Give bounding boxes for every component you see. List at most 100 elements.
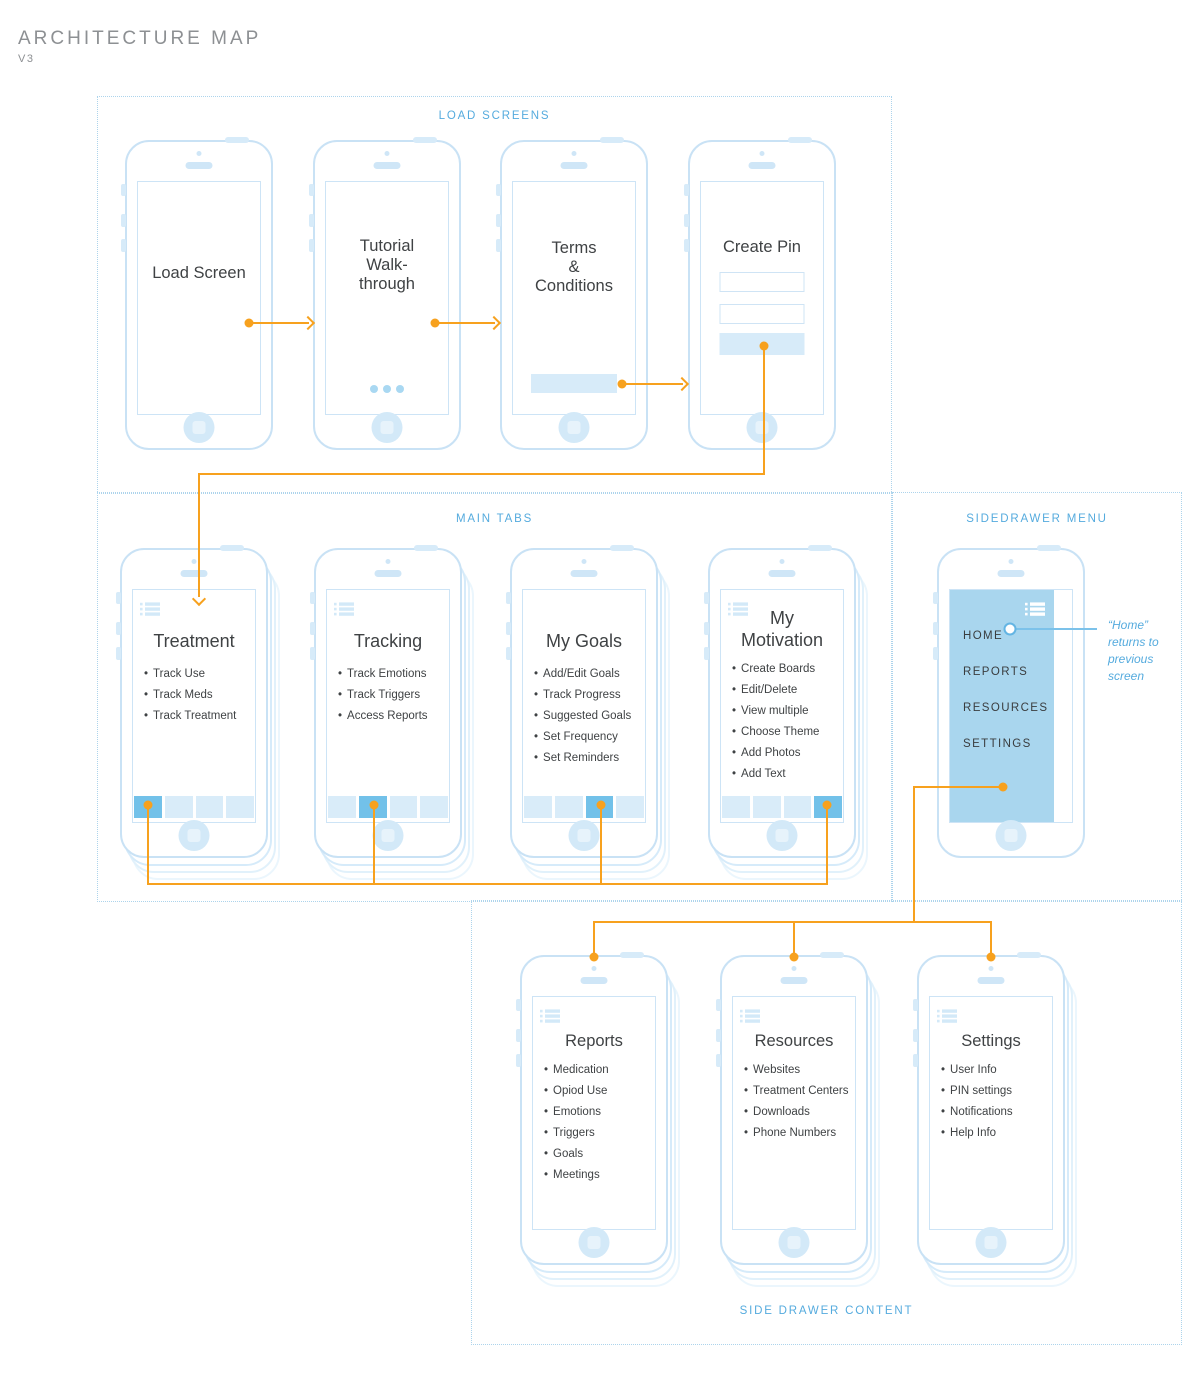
page-dot [396,385,404,393]
feature-item: Create Boards [732,659,843,680]
phone-frame: TrackingTrack EmotionsTrack TriggersAcce… [310,545,462,858]
speaker-bar [180,570,208,577]
phone-settings: SettingsUser InfoPIN settingsNotificatio… [913,952,1077,1287]
volume-up-button [116,622,121,635]
title-line: through [359,275,415,293]
power-button [600,137,624,143]
title-line: Treatment [153,631,235,651]
drawer-menu-item: SETTINGS [963,738,1032,750]
pin-input [719,272,805,292]
phone-title: Load Screen [138,264,260,283]
feature-item: Websites [744,1060,855,1081]
annotation-dot [1003,622,1017,636]
menu-icon [937,1009,957,1024]
flow-dot [789,952,799,962]
feature-list: User InfoPIN settingsNotificationsHelp I… [930,1060,1052,1144]
speaker-bar [185,162,213,169]
flow-line [826,805,828,884]
feature-list: Track EmotionsTrack TriggersAccess Repor… [327,664,449,727]
home-button [372,820,404,851]
volume-up-button [933,622,938,635]
phone-screen: ReportsMedicationOpiod UseEmotionsTrigge… [532,996,656,1230]
volume-up-button [309,214,314,227]
home-button [558,412,590,443]
tab-item [389,796,418,818]
mute-switch [310,592,315,604]
title-line: Motivation [740,630,824,650]
feature-item: Add Text [732,764,843,785]
phone-screen: Terms&Conditions [512,181,636,415]
home-button [766,820,798,851]
mute-switch [716,999,721,1011]
camera-icon [988,966,994,971]
feature-item: Track Treatment [144,706,255,727]
volume-down-button [116,647,121,660]
menu-icon-glyph [540,1009,560,1023]
tab-item [722,796,750,818]
speaker-bar [570,570,598,577]
flow-dot [369,800,379,810]
annotation-line-text: screen [1108,669,1145,683]
feature-item: Triggers [544,1123,655,1144]
title-line: Conditions [535,277,613,295]
feature-item: Track Use [144,664,255,685]
phone-title: Reports [533,1031,655,1051]
menu-icon-glyph [140,602,160,616]
section-label-load-screens: LOAD SCREENS [438,110,551,122]
phone-screen: TrackingTrack EmotionsTrack TriggersAcce… [326,589,450,823]
phone-screen: Load Screen [137,181,261,415]
mute-switch [121,184,126,196]
flow-line [990,921,992,957]
menu-icon-glyph [334,602,354,616]
flow-line [435,322,495,324]
title-line: My [770,608,794,628]
page-dot [370,385,378,393]
camera-icon [571,151,577,156]
flow-line [593,921,992,923]
page-indicator-dots [370,385,404,393]
feature-item: Add/Edit Goals [534,664,645,685]
flow-dot [430,318,440,328]
power-button [414,545,438,551]
phone-load-screen: Load Screen [121,137,273,450]
power-button [413,137,437,143]
flow-dot [822,800,832,810]
menu-icon-glyph [728,602,748,616]
power-button [220,545,244,551]
home-button [975,1227,1007,1258]
feature-item: Track Progress [534,685,645,706]
phone-resources: ResourcesWebsitesTreatment CentersDownlo… [716,952,880,1287]
camera-icon [791,966,797,971]
flow-line [198,473,200,597]
title-line: Resources [754,1032,834,1050]
phone-frame: Terms&Conditions [496,137,648,450]
page-dot [383,385,391,393]
home-button [778,1227,810,1258]
tab-item [524,796,552,818]
phone-reports: ReportsMedicationOpiod UseEmotionsTrigge… [516,952,680,1287]
drawer-menu-item: RESOURCES [963,702,1049,714]
feature-item: Track Meds [144,685,255,706]
flow-dot [617,379,627,389]
menu-icon [140,602,160,617]
flow-line [198,473,765,475]
section-label-sidedrawer-menu: SIDEDRAWER MENU [966,513,1108,525]
load-screens-section: LOAD SCREENS [97,96,892,494]
annotation-line-text: “Home” [1108,618,1149,632]
title-line: Settings [961,1032,1021,1050]
camera-icon [591,966,597,971]
menu-icon [334,602,354,617]
feature-item: Opiod Use [544,1081,655,1102]
phone-screen: ResourcesWebsitesTreatment CentersDownlo… [732,996,856,1230]
mute-switch [704,592,709,604]
power-button [620,952,644,958]
title-line: Walk- [366,256,408,274]
power-button [225,137,249,143]
